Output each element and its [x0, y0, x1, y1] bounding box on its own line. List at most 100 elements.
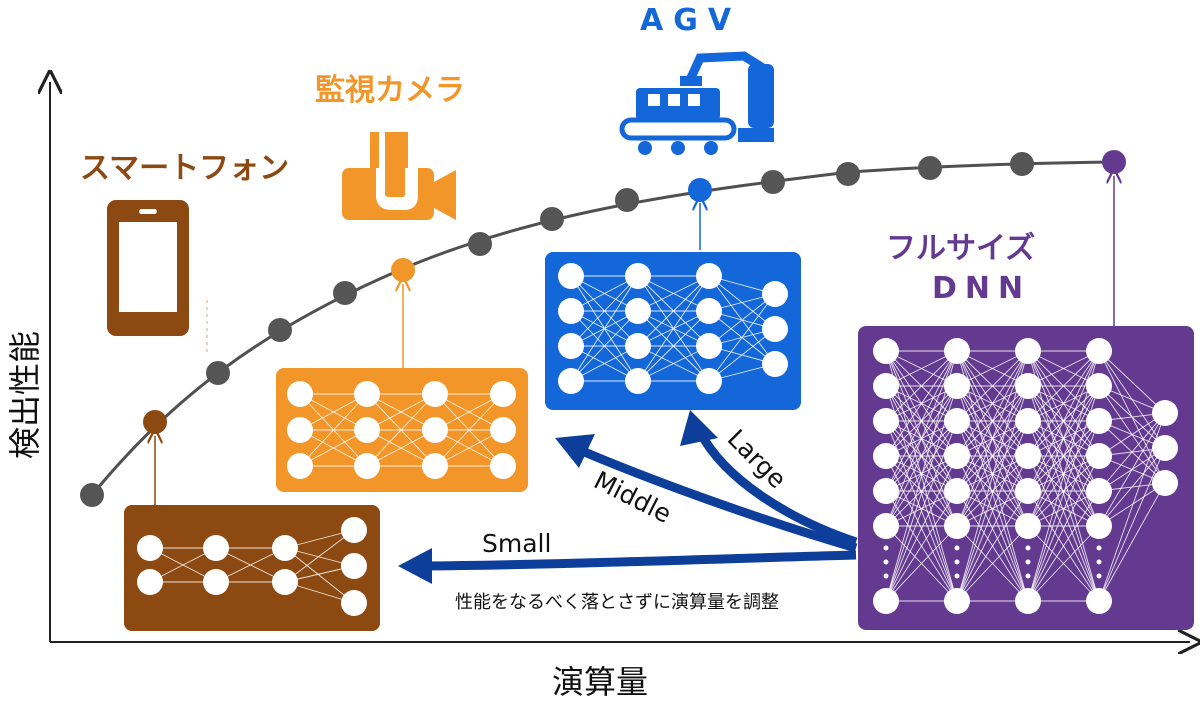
network-node: [873, 338, 899, 364]
network-node: [944, 408, 970, 434]
network-connection: [637, 310, 710, 382]
curve-dot: [206, 361, 230, 385]
ellipsis-dot: [954, 559, 960, 565]
network-node: [558, 368, 584, 394]
curve-dot: [80, 483, 104, 507]
network-connection: [1098, 412, 1166, 492]
network-connection: [1098, 447, 1166, 527]
curve-dot: [1102, 150, 1126, 174]
network-node: [287, 417, 313, 443]
network-node: [287, 453, 313, 479]
camera-network: [276, 368, 528, 492]
network-connection: [284, 547, 355, 604]
network-node: [762, 281, 788, 307]
network-connection: [885, 455, 958, 602]
network-node: [1015, 373, 1041, 399]
network-connection: [637, 345, 710, 382]
curve-dot: [268, 318, 292, 342]
network-node: [272, 569, 298, 595]
ellipsis-dot: [883, 545, 889, 551]
network-connection: [637, 275, 710, 312]
network-node: [1015, 513, 1041, 539]
middle-arrow-head: [555, 434, 595, 468]
network-node: [696, 333, 722, 359]
x-axis-label: 演算量: [552, 663, 648, 700]
network-connection: [366, 393, 436, 467]
network-node: [354, 381, 380, 407]
network-connection: [1027, 455, 1100, 602]
network-node: [625, 368, 651, 394]
network-node: [287, 381, 313, 407]
network-connection: [1098, 482, 1166, 527]
network-node: [944, 443, 970, 469]
network-node: [1086, 373, 1112, 399]
ellipsis-dot: [1025, 545, 1031, 551]
small-arrow-head: [398, 548, 432, 584]
network-connection: [885, 420, 958, 527]
neural-network-boxes: [124, 252, 1194, 631]
network-node: [1086, 443, 1112, 469]
network-connection: [885, 350, 958, 457]
network-connection: [1027, 350, 1100, 492]
network-connection: [956, 490, 1029, 527]
network-connection: [570, 275, 639, 347]
agv-label: AGV: [640, 3, 741, 38]
network-node: [873, 408, 899, 434]
smartphone-label: スマートフォン: [80, 151, 289, 186]
network-node: [203, 569, 229, 595]
ellipsis-dot: [1096, 573, 1102, 579]
large-arrow-head: [680, 410, 718, 446]
smartphone-network: [124, 505, 380, 631]
network-connection: [956, 350, 1029, 457]
network-node: [762, 316, 788, 342]
network-node: [272, 535, 298, 561]
agv-robot-icon: [619, 51, 774, 155]
network-connection: [1027, 350, 1100, 387]
network-connection: [284, 529, 355, 583]
ellipsis-dot: [1096, 545, 1102, 551]
network-connection: [885, 385, 958, 527]
curve-dot: [836, 162, 860, 186]
network-node: [341, 590, 367, 616]
network-node: [1086, 408, 1112, 434]
curve-dot: [615, 188, 639, 212]
network-connection: [956, 385, 1029, 527]
network-node: [1086, 513, 1112, 539]
network-connection: [956, 455, 1029, 527]
network-connection: [956, 420, 1029, 527]
camera-label: 監視カメラ: [315, 73, 465, 108]
curve-dots: [80, 150, 1126, 507]
network-connection: [1098, 482, 1166, 602]
network-node: [944, 513, 970, 539]
network-node: [422, 381, 448, 407]
network-connection: [434, 393, 504, 467]
large-arrow: [696, 429, 858, 547]
network-node: [422, 417, 448, 443]
small-arrow: [419, 550, 857, 571]
network-connection: [885, 490, 958, 527]
network-node: [558, 263, 584, 289]
network-node: [873, 373, 899, 399]
ellipsis-dot: [1096, 559, 1102, 565]
network-node: [558, 298, 584, 324]
network-node: [1015, 478, 1041, 504]
network-node: [625, 263, 651, 289]
ellipsis-dot: [954, 545, 960, 551]
network-node: [696, 368, 722, 394]
network-connection: [637, 275, 710, 347]
network-connection: [299, 393, 368, 467]
network-connection: [885, 350, 958, 527]
network-node: [1152, 435, 1178, 461]
network-node: [341, 553, 367, 579]
network-connection: [885, 350, 958, 422]
adjust-note: 性能をなるべく落とさずに演算量を調整: [455, 592, 779, 613]
ellipsis-dot: [954, 573, 960, 579]
network-connection: [956, 525, 1029, 602]
network-node: [558, 333, 584, 359]
network-node: [1152, 470, 1178, 496]
network-connection: [1098, 412, 1166, 457]
network-connection: [1027, 490, 1100, 602]
curve-dot: [1010, 152, 1034, 176]
